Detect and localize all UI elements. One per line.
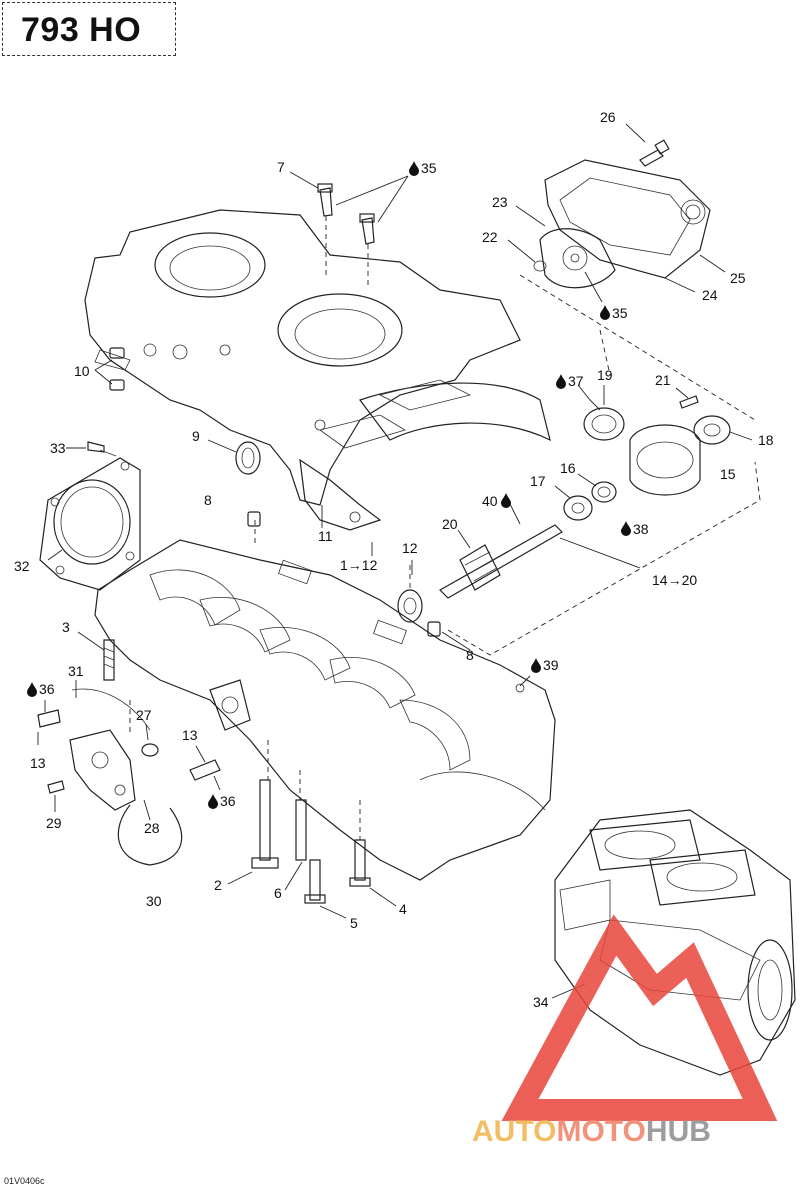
oil-drop-icon	[621, 521, 631, 536]
callout-36-label: 36	[39, 681, 55, 697]
leader-lines	[37, 123, 761, 999]
callout-35: 35	[612, 305, 628, 321]
diagram-title: 793 HO	[21, 11, 142, 49]
logo-triangle	[501, 914, 778, 1121]
pto-cover-gasket	[39, 441, 141, 591]
callout-27: 27	[136, 707, 152, 723]
oil-drop-icon	[208, 794, 218, 809]
callout-7: 7	[277, 159, 285, 175]
callout-13-right: 13	[182, 727, 198, 743]
callout-1-to-12: 1→12	[340, 557, 378, 573]
logo-text-moto: MOTO	[556, 1115, 645, 1148]
callout-3: 3	[62, 619, 70, 635]
oil-drop-icon	[501, 493, 511, 508]
callout-37: 37	[556, 373, 584, 389]
callout-14-to-20: 14→20	[652, 572, 697, 588]
callout-35-top: 35	[409, 160, 437, 176]
callout-18: 18	[758, 432, 774, 448]
callout-34: 34	[533, 994, 549, 1010]
callout-24: 24	[702, 287, 718, 303]
callout-5: 5	[350, 915, 358, 931]
callout-23: 23	[492, 194, 508, 210]
callout-36-label: 36	[220, 793, 236, 809]
callout-8-upper: 8	[204, 492, 212, 508]
logo-text-hub: HUB	[646, 1115, 711, 1148]
upper-crankcase	[84, 209, 551, 531]
automotohub-logo: AUTOMOTOHUB	[472, 914, 778, 1148]
callout-36-left: 36	[27, 681, 55, 697]
assembly-dashed-lines	[129, 216, 756, 840]
callout-26: 26	[600, 109, 616, 125]
oil-drop-icon	[600, 305, 610, 320]
oil-drop-icon	[531, 658, 541, 673]
callout-8-lower: 8	[466, 647, 474, 663]
callout-6: 6	[274, 885, 282, 901]
callout-4: 4	[399, 901, 407, 917]
reference-code: 01V0406c	[4, 1176, 45, 1186]
callout-31: 31	[68, 663, 84, 679]
callout-37-label: 37	[568, 373, 584, 389]
callout-32: 32	[14, 558, 30, 574]
callout-33: 33	[50, 440, 66, 456]
callout-13-left: 13	[30, 755, 46, 771]
callout-35: 35	[421, 160, 437, 176]
callout-39-label: 39	[543, 657, 559, 673]
callout-20: 20	[442, 516, 458, 532]
callout-12: 12	[402, 540, 418, 556]
logo-text: AUTOMOTOHUB	[472, 1115, 711, 1148]
callout-21: 21	[655, 372, 671, 388]
seals-and-bearings	[563, 395, 731, 521]
title-box: 793 HO	[2, 2, 176, 56]
callout-40: 40	[482, 493, 511, 509]
drive-shaft-gear	[397, 524, 563, 623]
callout-2: 2	[214, 877, 222, 893]
callout-30: 30	[146, 893, 162, 909]
oil-drop-icon	[409, 161, 419, 176]
callout-17: 17	[530, 473, 546, 489]
callout-9: 9	[192, 428, 200, 444]
callout-35-mid: 35	[600, 305, 628, 321]
callout-28: 28	[144, 820, 160, 836]
oil-drop-icon	[556, 374, 566, 389]
callout-labels: 7 35 26 23 22 25 24 35 10 37 19 21 18 33…	[14, 109, 774, 1010]
oil-drop-icon	[27, 682, 37, 697]
lower-crankcase	[94, 539, 556, 881]
callout-36-right: 36	[208, 793, 236, 809]
callout-39: 39	[531, 657, 559, 673]
callout-16: 16	[560, 460, 576, 476]
callout-22: 22	[482, 229, 498, 245]
small-parts	[37, 183, 441, 904]
callout-10: 10	[74, 363, 90, 379]
logo-text-auto: AUTO	[472, 1115, 556, 1148]
callout-11: 11	[318, 528, 333, 544]
callout-38-label: 38	[633, 521, 649, 537]
callout-15: 15	[720, 466, 736, 482]
callout-40-label: 40	[482, 493, 498, 509]
water-pump-housing	[533, 139, 711, 289]
engine-thumbnail	[554, 809, 796, 1076]
callout-38: 38	[621, 521, 649, 537]
callout-25: 25	[730, 270, 746, 286]
callout-19: 19	[597, 367, 613, 383]
callout-29: 29	[46, 815, 62, 831]
